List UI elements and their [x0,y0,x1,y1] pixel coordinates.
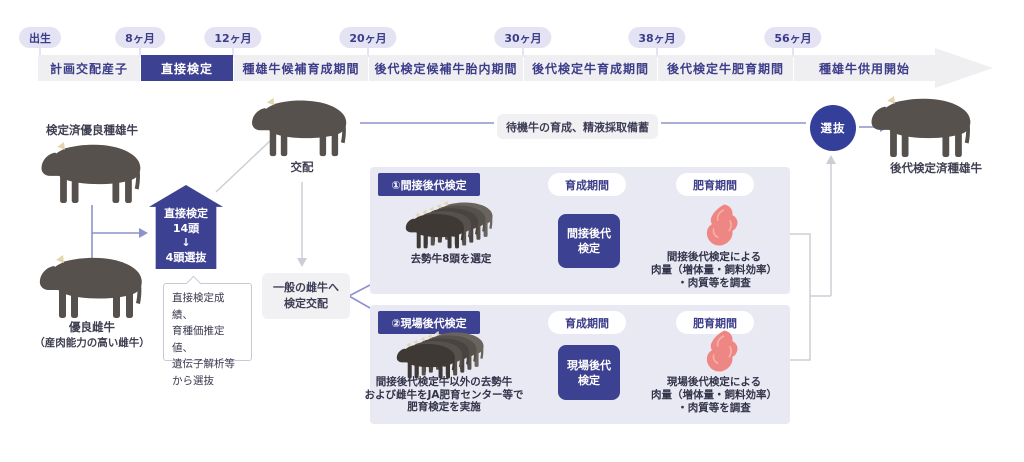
elite-dam-label: 優良雌牛 （産肉能力の高い雌牛） [8,320,176,351]
fattening-period-pill: 肥育期間 [676,173,754,196]
timeline-month-pill: 20ヶ月 [339,27,397,48]
proven-sire-label: 検定済優良種雄牛 [46,123,138,137]
result-line: ・肉質等を調査 [677,277,751,289]
timeline-tick [367,46,369,57]
timeline-tick [39,46,41,57]
subject-line: 間接後代検定牛以外の去勢牛 [375,376,513,388]
timeline-phase: 後代検定牛育成期間 [524,55,657,81]
panel-onfarm-progeny-test: ②現場後代検定 育成期間 肥育期間 間接後代検定牛以外の去勢牛 および雌牛をJA… [364,305,790,424]
mating-label: 交配 [290,160,314,174]
direct-test-pentagon: 直接検定 14頭 ↓ 4頭選抜 [149,185,223,269]
cattle-herd-icon [403,197,503,255]
timeline-tick [792,46,794,57]
callout-line: 直接検定成績、 [172,292,225,321]
callout-line: 遺伝子解析等 [172,358,235,370]
general-mating-box: 一般の雌牛へ 検定交配 [262,273,350,319]
timeline-phase: 種雄牛供用開始 [794,55,935,81]
subject-line: および雌牛をJA肥育センター等で [364,388,524,401]
timeline-month-pill: 56ヶ月 [764,27,822,48]
timeline-month-pill: 38ヶ月 [628,27,686,48]
indirect-test-box: 間接後代 検定 [558,214,620,268]
line-parents-merge [91,205,139,260]
pentagon-line: 14頭 [172,221,200,235]
elite-dam-name: 優良雌牛 [69,320,115,334]
result-line: 間接後代検定による [666,251,762,263]
progeny-tested-sire-label: 後代検定済種雄牛 [890,161,982,175]
timeline-month-pill: 8ヶ月 [115,27,165,48]
panel2-tag: ②現場後代検定 [378,311,480,334]
elite-dam-cow-icon [34,254,156,320]
elite-dam-note: （産肉能力の高い雌牛） [34,337,150,349]
beef-cut-icon [703,327,739,375]
timeline-tick [232,46,234,57]
pentagon-line: 4頭選抜 [165,250,207,264]
subject-line: 肥育検定を実施 [407,401,481,413]
rearing-period-pill: 育成期間 [548,173,626,196]
test-box-line: 検定 [578,242,600,255]
general-mating-line: 検定交配 [284,297,328,310]
timeline-tick [656,46,658,57]
result-line: 現場後代検定による [666,376,762,388]
callout-line: 育種価推定値、 [172,325,225,354]
timeline-phase-active: 直接検定 [141,55,233,81]
fattening-period-pill: 肥育期間 [676,311,754,334]
line-box-to-panels-branch [348,284,371,309]
panel1-tag: ①間接後代検定 [378,173,480,196]
progeny-tested-sire-cow-icon [864,95,986,159]
callout-line: から選抜 [172,374,214,387]
result-line: 肉量（増体量・飼料効率） [651,264,777,276]
onfarm-test-box: 現場後代 検定 [558,345,620,400]
panel1-subject-text: 去勢牛8頭を選定 [381,253,521,266]
standby-note-pill: 待機牛の育成、精液採取備蓄 [497,114,658,139]
test-box-line: 検定 [578,373,600,387]
selection-circle: 選抜 [810,105,856,151]
panel2-subject-text: 間接後代検定牛以外の去勢牛 および雌牛をJA肥育センター等で 肥育検定を実施 [354,376,534,414]
timeline-phase: 後代検定牛肥育期間 [658,55,793,81]
timeline-tick [139,46,141,57]
callout-pointer [185,275,202,292]
timeline-month-pill: 30ヶ月 [494,27,552,48]
timeline-phase: 種雄牛候補育成期間 [234,55,368,81]
panel-indirect-progeny-test: ①間接後代検定 育成期間 肥育期間 去勢牛8頭を選定 間接後代 検定 間接後代検… [370,167,790,294]
result-line: ・肉質等を調査 [677,402,751,414]
test-box-line: 現場後代 [567,358,611,372]
timeline-arrowhead [935,48,993,88]
arrowhead-merge [139,228,148,238]
panel1-result-text: 間接後代検定による 肉量（増体量・飼料効率） ・肉質等を調査 [632,251,796,290]
beef-cut-icon [703,201,739,249]
general-mating-line: 一般の雌牛へ [273,281,339,294]
timeline-phase: 計画交配産子 [38,55,140,81]
subject-line: 去勢牛8頭を選定 [410,253,492,265]
rearing-period-pill: 育成期間 [548,311,626,334]
proven-sire-cow-icon [36,141,154,205]
timeline-tick [522,46,524,57]
test-box-line: 間接後代 [567,227,611,240]
down-arrow-glyph: ↓ [181,236,191,249]
direct-test-callout: 直接検定成績、 育種価推定値、 遺伝子解析等 から選抜 [163,275,252,387]
pentagon-line: 直接検定 [164,207,208,220]
panel2-result-text: 現場後代検定による 肉量（増体量・飼料効率） ・肉質等を調査 [632,376,796,415]
line-panels-to-select [790,163,832,361]
mating-cow-icon [247,97,359,158]
arrowhead-mating-down [297,258,307,267]
timeline-month-pill: 出生 [19,27,61,48]
timeline-month-pill: 12ヶ月 [204,27,262,48]
result-line: 肉量（増体量・飼料効率） [651,389,777,401]
arrowhead-up-to-select [826,155,836,164]
timeline-phase: 後代検定候補牛胎内期間 [369,55,523,81]
